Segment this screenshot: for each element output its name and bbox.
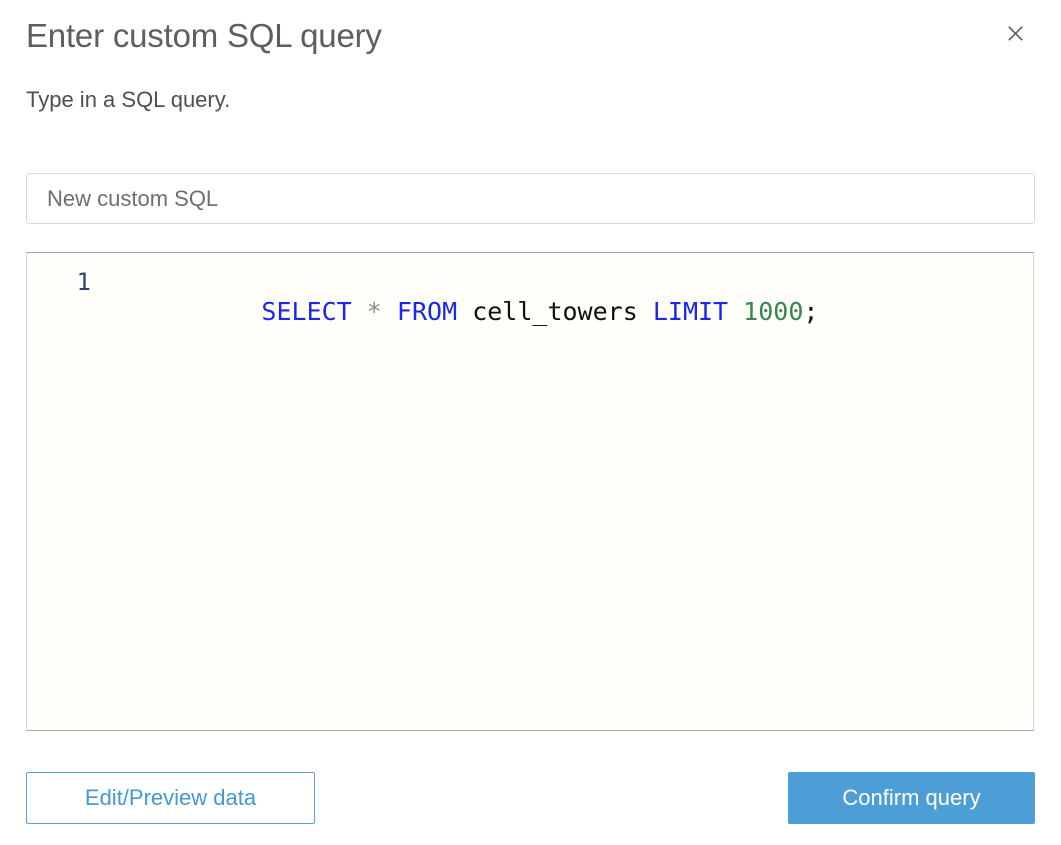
edit-preview-data-button[interactable]: Edit/Preview data bbox=[26, 772, 315, 824]
sql-token bbox=[728, 297, 743, 326]
sql-token: 1000 bbox=[743, 297, 804, 326]
sql-code-line: SELECT * FROM cell_towers LIMIT 1000; bbox=[91, 267, 818, 357]
sql-token bbox=[352, 297, 367, 326]
sql-token: * bbox=[366, 297, 382, 326]
sql-token: cell_towers bbox=[472, 297, 638, 326]
dialog-subtitle: Type in a SQL query. bbox=[26, 87, 231, 112]
sql-token bbox=[382, 297, 397, 326]
code-line-row: 1 SELECT * FROM cell_towers LIMIT 1000; bbox=[27, 253, 1033, 357]
sql-token: ; bbox=[803, 297, 819, 326]
sql-code-editor[interactable]: 1 SELECT * FROM cell_towers LIMIT 1000; bbox=[26, 252, 1034, 731]
confirm-query-button[interactable]: Confirm query bbox=[788, 772, 1035, 824]
close-button[interactable] bbox=[1003, 21, 1027, 45]
custom-sql-name-input[interactable] bbox=[26, 173, 1035, 224]
close-icon bbox=[1005, 23, 1026, 44]
page-title: Enter custom SQL query bbox=[26, 17, 382, 54]
sql-token bbox=[457, 297, 472, 326]
sql-token bbox=[638, 297, 653, 326]
sql-token: LIMIT bbox=[652, 297, 729, 326]
line-number: 1 bbox=[76, 268, 91, 296]
sql-token: SELECT bbox=[261, 297, 352, 326]
sql-token: FROM bbox=[396, 297, 458, 326]
